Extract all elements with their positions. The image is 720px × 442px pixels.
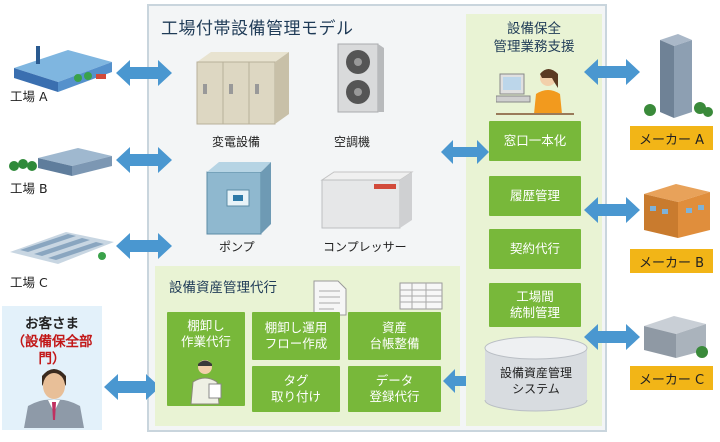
factory-a-icon [14,46,112,92]
database-icon [484,336,588,412]
factory-c-arrow-icon [116,233,172,259]
customer-department: （設備保全部門） [11,333,93,368]
factory-b-arrow-icon [116,147,172,173]
tag-attach-button: タグ 取り付け [252,366,340,412]
contract-button: 契約代行 [489,229,581,269]
compressor-label: コンプレッサー [323,240,407,254]
aircon-label: 空調機 [334,135,371,149]
inventory-flow-button: 棚卸し運用 フロー作成 [252,312,340,360]
outsourcing-title: 設備資産管理代行 [169,280,277,296]
maker-b-building-icon [644,184,710,238]
system-label: 設備資産管理 システム [499,366,572,397]
data-entry-button: データ 登録代行 [348,366,441,412]
transformer-icon [196,52,289,125]
customer-arrow-icon [104,374,160,400]
factory-b-icon [9,148,112,176]
history-button: 履歴管理 [489,176,581,216]
maker-a-arrow-icon [584,59,640,85]
pump-icon [206,162,271,235]
maker-c-building-icon [644,316,708,358]
maker-a-building-icon [644,34,713,118]
maker-b-label: メーカー B [630,249,713,273]
maker-c-arrow-icon [584,324,640,350]
maker-b-arrow-icon [584,197,640,223]
support-title: 設備保全 管理業務支援 [493,21,575,56]
factory-a-label: 工場 A [10,89,48,104]
factory-c-label: 工場 C [10,275,48,290]
factory-b-label: 工場 B [10,181,48,196]
maker-c-label: メーカー C [630,366,713,390]
cross-factory-button: 工場間 統制管理 [489,283,581,327]
support-arrow-icon [441,140,489,164]
compressor-icon [320,171,414,229]
asset-ledger-button: 資産 台帳整備 [348,312,441,360]
operator-icon [496,69,574,115]
page-title: 工場付帯設備管理モデル [161,19,354,39]
factory-a-arrow-icon [116,60,172,86]
single-contact-button: 窓口一本化 [489,121,581,161]
customer-person-icon [24,369,84,428]
spreadsheet-icon [399,282,443,310]
transformer-label: 変電設備 [212,135,261,149]
document-icon [313,280,347,316]
maker-a-label: メーカー A [630,126,713,150]
pump-label: ポンプ [219,240,255,254]
worker-icon [190,360,222,405]
customer-title: お客さま （設備保全部門） [2,316,102,369]
aircon-icon [337,43,384,113]
factory-c-icon [10,232,114,264]
customer-name: お客さま [25,316,79,332]
